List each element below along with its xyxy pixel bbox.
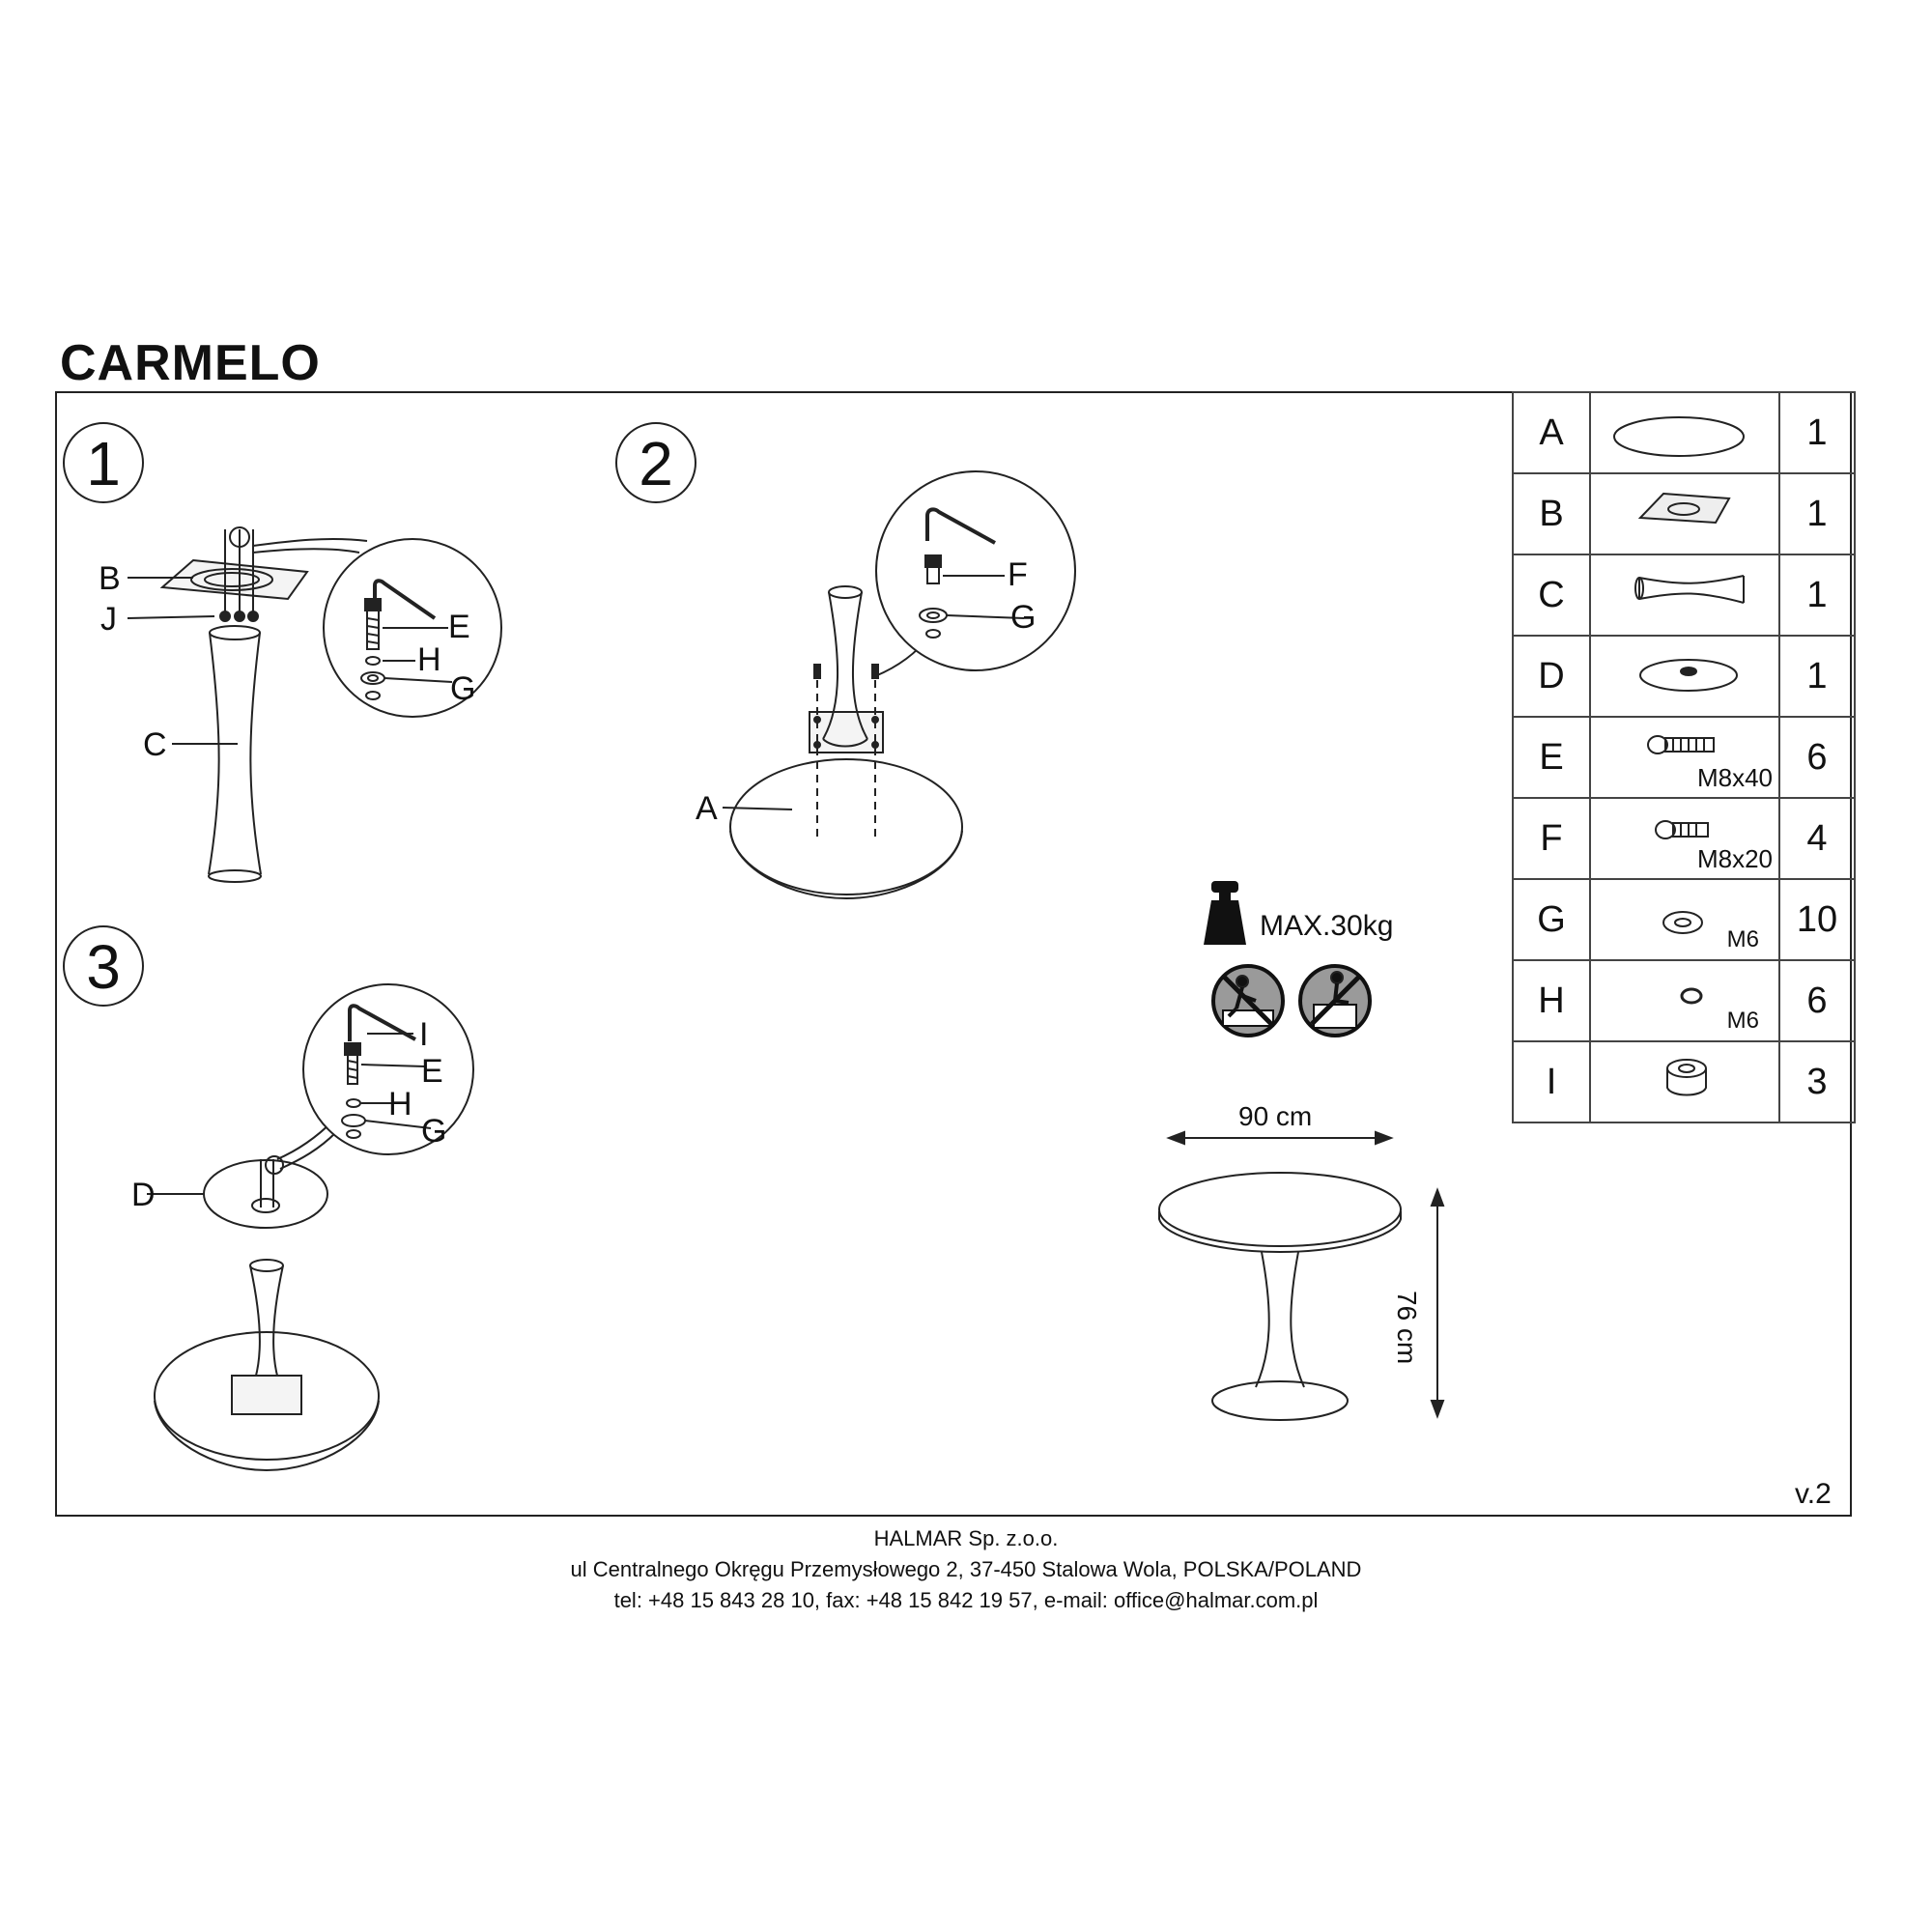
part-letter: B	[1512, 472, 1591, 555]
label-i: I	[419, 1016, 429, 1053]
parts-row-e: E M8x40 6	[1512, 716, 1856, 799]
step-number-2: 2	[615, 422, 696, 503]
part-spec: M8x20	[1696, 844, 1773, 873]
part-letter: I	[1512, 1040, 1591, 1123]
part-spec: M6	[1726, 926, 1759, 952]
footer-address: ul Centralnego Okręgu Przemysłowego 2, 3…	[570, 1557, 1362, 1581]
parts-row-c: C 1	[1512, 554, 1856, 637]
parts-row-f: F M8x20 4	[1512, 797, 1856, 880]
round-base-icon	[1589, 635, 1780, 718]
step1-drawing	[127, 526, 502, 883]
parts-row-g: G M6 10	[1512, 878, 1856, 961]
label-b: B	[99, 560, 121, 597]
part-spec: M6	[1726, 1008, 1759, 1034]
part-letter: D	[1512, 635, 1591, 718]
height-dimension: 76 cm	[1392, 1291, 1422, 1365]
part-spec: M8x40	[1696, 763, 1773, 792]
round-tabletop-icon	[1589, 391, 1780, 474]
mounting-plate-icon	[1589, 472, 1780, 555]
label-e-step3: E	[421, 1053, 443, 1090]
part-letter: C	[1512, 554, 1591, 637]
dimension-drawing	[1158, 1130, 1445, 1421]
no-sitting-icon	[1298, 964, 1372, 1037]
parts-row-d: D 1	[1512, 635, 1856, 718]
part-qty: 1	[1778, 554, 1856, 637]
label-h: H	[417, 641, 441, 678]
part-qty: 3	[1778, 1040, 1856, 1123]
parts-row-i: I 3	[1512, 1040, 1856, 1123]
label-f: F	[1008, 556, 1028, 593]
short-bolt-icon: M8x20	[1589, 797, 1780, 880]
parts-row-h: H M6 6	[1512, 959, 1856, 1042]
label-g: G	[450, 670, 476, 707]
max-load-text: MAX.30kg	[1260, 910, 1394, 942]
spacer-icon	[1589, 1040, 1780, 1123]
part-letter: A	[1512, 391, 1591, 474]
part-qty: 10	[1778, 878, 1856, 961]
label-j: J	[100, 601, 117, 638]
footer-contact: tel: +48 15 843 28 10, fax: +48 15 842 1…	[613, 1588, 1319, 1612]
page-title: CARMELO	[60, 335, 321, 391]
part-qty: 1	[1778, 635, 1856, 718]
label-d: D	[131, 1177, 156, 1213]
label-h-step3: H	[388, 1086, 412, 1122]
spring-washer-icon: M6	[1589, 959, 1780, 1042]
part-qty: 6	[1778, 959, 1856, 1042]
label-g-step2: G	[1010, 599, 1037, 636]
parts-table: A 1 B 1 C 1 D 1 E M8x40 6 F M8x20 4 G M6…	[1512, 391, 1856, 1123]
step3-drawing	[147, 983, 474, 1472]
part-letter: E	[1512, 716, 1591, 799]
width-dimension: 90 cm	[1238, 1101, 1313, 1131]
part-letter: F	[1512, 797, 1591, 880]
long-bolt-icon: M8x40	[1589, 716, 1780, 799]
step-number-1: 1	[63, 422, 144, 503]
washer-icon: M6	[1589, 878, 1780, 961]
parts-row-a: A 1	[1512, 391, 1856, 474]
footer-company: HALMAR Sp. z.o.o.	[873, 1526, 1059, 1550]
no-standing-icon	[1211, 964, 1285, 1037]
part-letter: H	[1512, 959, 1591, 1042]
part-qty: 6	[1778, 716, 1856, 799]
version-label: v.2	[1795, 1478, 1832, 1510]
column-leg-icon	[1589, 554, 1780, 637]
step-number-3: 3	[63, 925, 144, 1007]
part-qty: 4	[1778, 797, 1856, 880]
label-a: A	[696, 790, 718, 827]
label-e: E	[448, 609, 470, 645]
part-letter: G	[1512, 878, 1591, 961]
label-g-step3: G	[421, 1113, 447, 1150]
step2-drawing	[722, 470, 1076, 900]
part-qty: 1	[1778, 472, 1856, 555]
parts-row-b: B 1	[1512, 472, 1856, 555]
label-c: C	[143, 726, 167, 763]
part-qty: 1	[1778, 391, 1856, 474]
weight-icon	[1204, 881, 1246, 945]
